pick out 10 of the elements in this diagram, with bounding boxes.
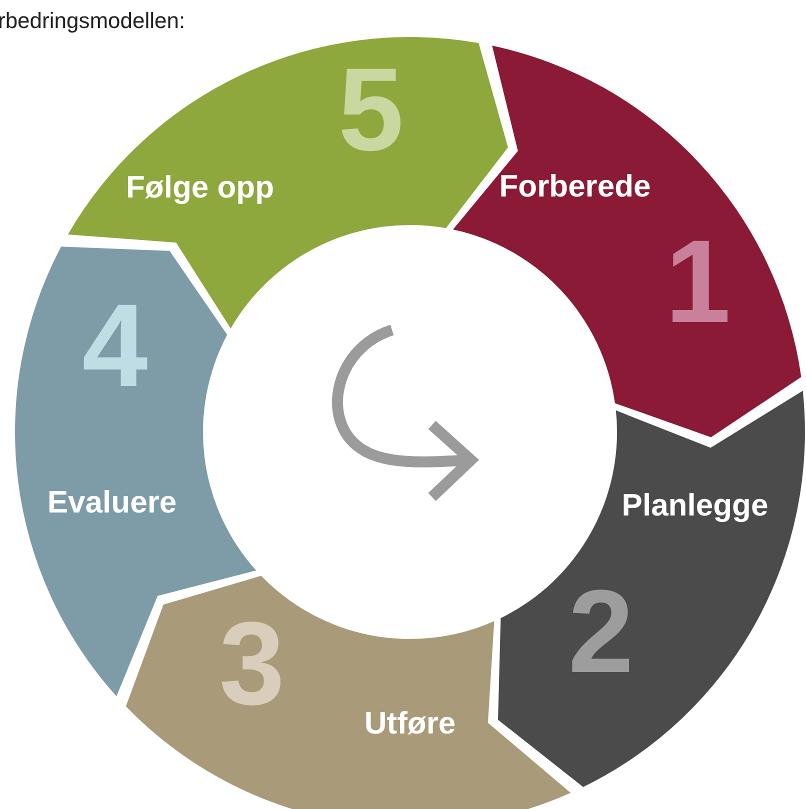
step-number: 1 <box>665 223 731 341</box>
step-number: 4 <box>82 287 148 405</box>
step-label: Evaluere <box>47 486 177 518</box>
step-label: Planlegge <box>622 490 768 520</box>
step-number: 5 <box>338 51 404 169</box>
step-number: 2 <box>568 573 634 691</box>
step-label: Følge opp <box>126 172 274 202</box>
step-label: Forberede <box>499 170 651 202</box>
step-label: Utføre <box>364 708 456 738</box>
step-number: 3 <box>219 605 285 723</box>
